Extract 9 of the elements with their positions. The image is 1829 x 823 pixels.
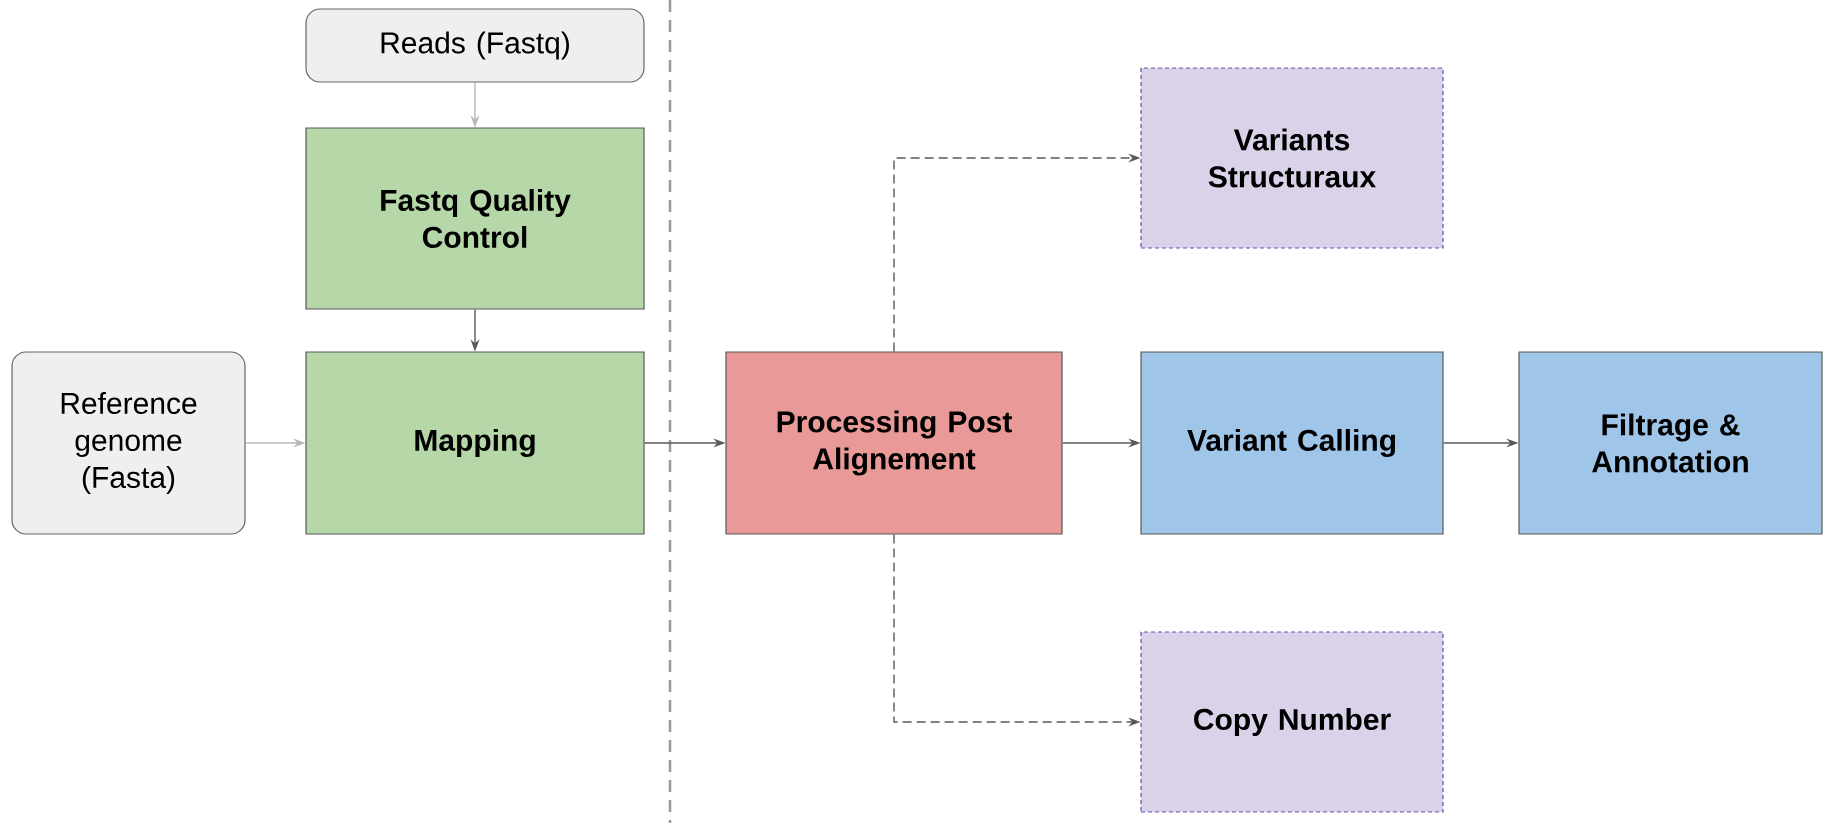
process-box: Filtrage & Annotation [1518,351,1823,535]
process-box: Processing Post Alignement [725,351,1063,535]
input-box: Reads (Fastq) [305,8,645,83]
process-box: Variant Calling [1140,351,1444,535]
process-box: Variants Structuraux [1140,67,1444,249]
process-box: Mapping [305,351,645,535]
input-box: Reference genome (Fasta) [11,351,246,535]
process-box: Copy Number [1140,631,1444,813]
process-box: Fastq Quality Control [305,127,645,310]
